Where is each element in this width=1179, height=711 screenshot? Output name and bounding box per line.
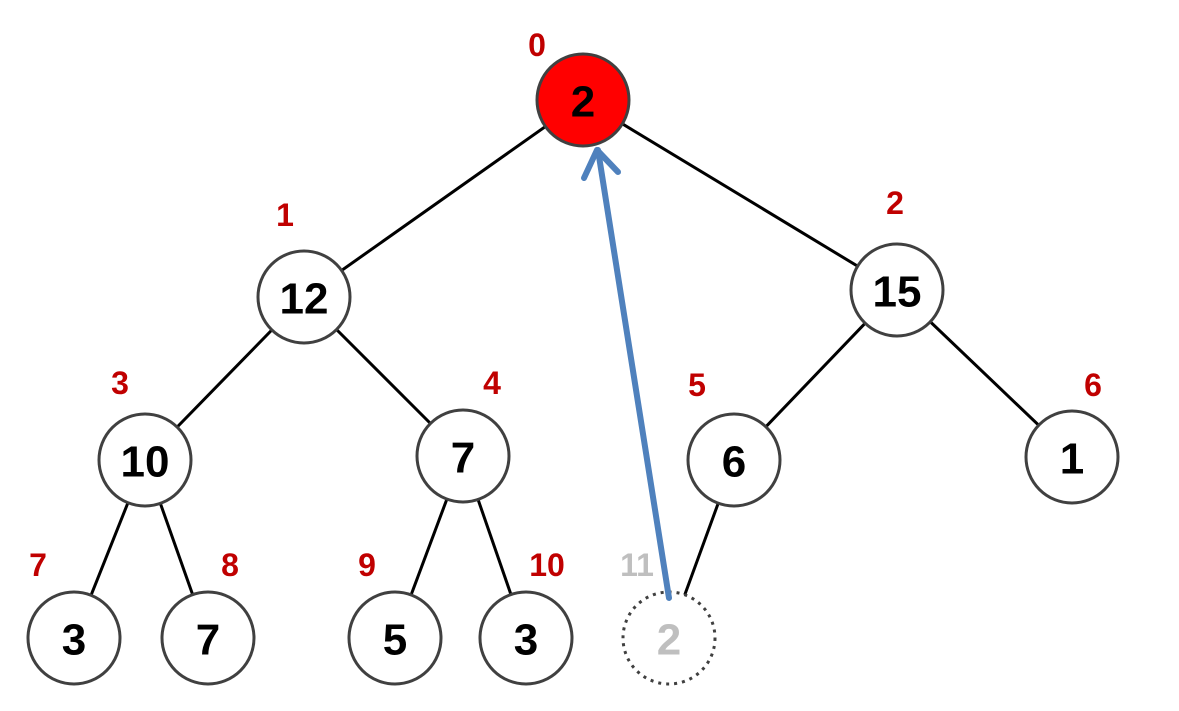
node-value: 12: [280, 275, 329, 324]
heap-node: 65: [686, 367, 782, 508]
node-index-label: 4: [483, 365, 501, 401]
node-value: 7: [451, 434, 475, 483]
heap-node: 37: [26, 547, 122, 686]
node-circle: [256, 249, 352, 345]
node-index-label: 8: [221, 547, 239, 583]
node-circle: [1024, 409, 1120, 505]
node-value: 7: [196, 616, 220, 665]
node-value: 2: [657, 616, 681, 665]
node-value: 6: [722, 438, 746, 487]
node-index-label: 9: [358, 547, 376, 583]
tree-edge: [303, 98, 584, 299]
node-index-label: 0: [528, 27, 546, 63]
node-value: 1: [1060, 435, 1084, 484]
node-value: 10: [121, 438, 170, 487]
arrow-shaft: [595, 147, 672, 601]
node-value: 15: [873, 268, 922, 317]
node-value: 3: [62, 616, 86, 665]
arrow-head-icon: [581, 147, 621, 181]
node-index-label: 11: [620, 547, 654, 583]
node-index-label: 1: [276, 197, 294, 233]
tree-edge: [582, 98, 898, 292]
sift-up-arrow: [581, 147, 672, 601]
node-index-label: 10: [529, 547, 565, 583]
node-circle: [686, 412, 782, 508]
heap-node: 16: [1024, 367, 1120, 505]
node-circle: [97, 412, 193, 508]
heap-node: 78: [160, 547, 256, 686]
node-circle: [478, 590, 574, 686]
node-value: 3: [514, 616, 538, 665]
heap-node: 20: [528, 27, 631, 148]
node-circle: [535, 52, 631, 148]
node-circle: [26, 590, 122, 686]
node-circle: [415, 408, 511, 504]
heap-node: 211: [620, 547, 717, 686]
heap-node: 3 10: [478, 547, 574, 686]
node-index-label: 7: [29, 547, 47, 583]
node-circle: [849, 242, 945, 338]
node-value: 5: [383, 616, 407, 665]
heap-node: 74: [415, 365, 511, 504]
node-index-label: 5: [688, 367, 706, 403]
node-index-label: 3: [111, 365, 129, 401]
node-circle: [160, 590, 256, 686]
heap-node: 15 2: [849, 185, 945, 338]
node-index-label: 2: [886, 185, 904, 221]
heap-node: 10 3: [97, 365, 193, 508]
heap-node: 59: [347, 547, 443, 686]
node-circle: [347, 590, 443, 686]
heap-node: 12 1: [256, 197, 352, 345]
node-index-label: 6: [1084, 367, 1102, 403]
node-value: 2: [571, 78, 595, 127]
